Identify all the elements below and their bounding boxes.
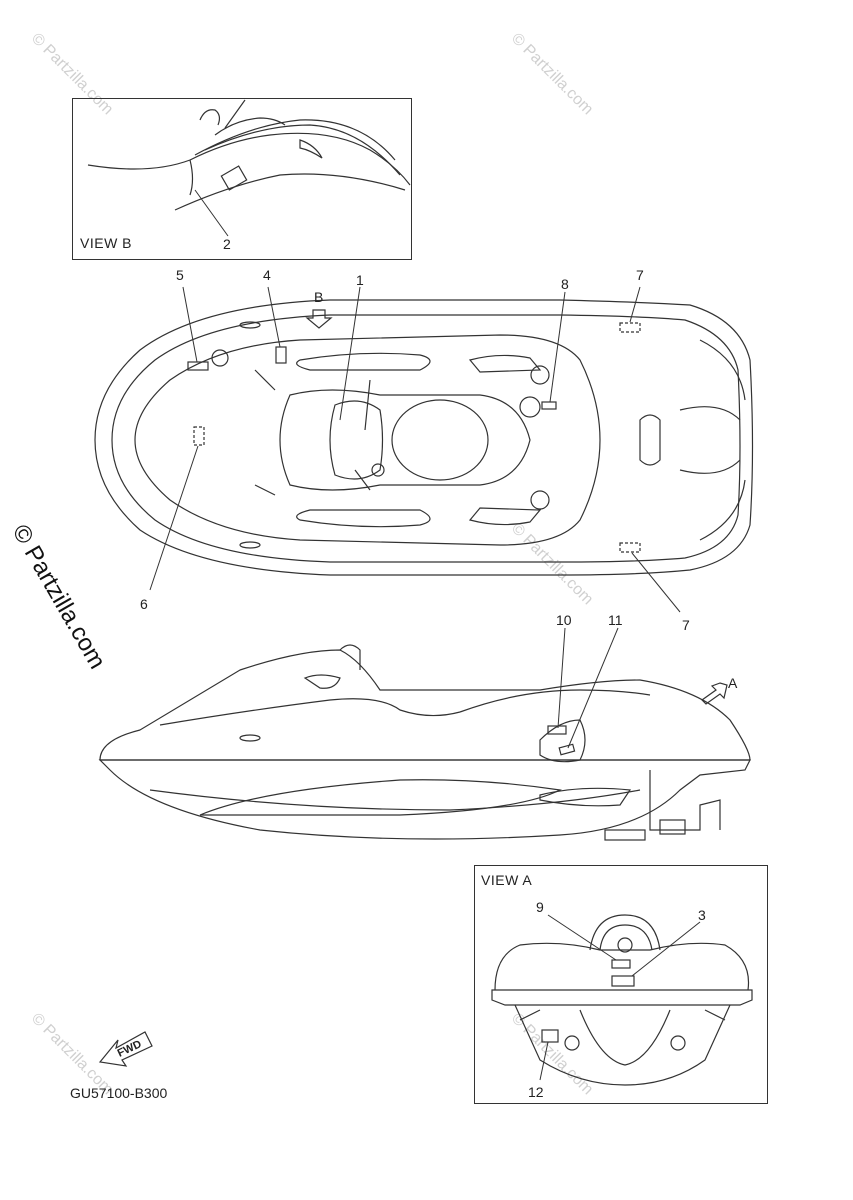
callout-11: 11 [608, 612, 623, 628]
view-b-box [72, 98, 412, 260]
callout-7-bottom: 7 [682, 617, 690, 633]
arrow-a-label: A [728, 675, 738, 691]
callout-6: 6 [140, 596, 148, 612]
side-view-leaders [557, 627, 619, 749]
view-a-box [474, 865, 768, 1104]
callout-1: 1 [356, 272, 364, 288]
view-b-title: VIEW B [80, 235, 133, 251]
callout-12: 12 [528, 1084, 544, 1100]
top-view-drawing [94, 299, 754, 576]
view-a-title: VIEW A [481, 872, 533, 888]
callout-5: 5 [176, 267, 184, 283]
view-a-leaders [539, 914, 701, 1081]
callout-9: 9 [536, 899, 544, 915]
side-view-drawing [98, 644, 751, 841]
callout-7-top: 7 [636, 267, 644, 283]
callout-3: 3 [698, 907, 706, 923]
callout-2: 2 [223, 236, 231, 252]
top-view-leaders [149, 189, 681, 613]
callout-10: 10 [556, 612, 572, 628]
diagram-code: GU57100-B300 [70, 1085, 168, 1101]
callout-8: 8 [561, 276, 569, 292]
view-a-drawing [491, 914, 753, 1086]
callout-4: 4 [263, 267, 271, 283]
arrow-b-label: B [314, 289, 324, 305]
fwd-arrow-icon [98, 1031, 153, 1067]
view-b-drawing [87, 99, 411, 211]
